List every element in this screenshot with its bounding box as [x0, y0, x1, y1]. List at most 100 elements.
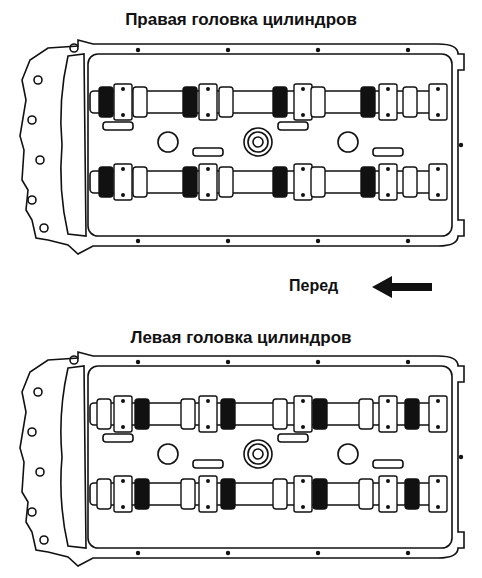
inner-rim — [88, 366, 452, 548]
rib — [193, 148, 223, 156]
bolt-hole — [28, 196, 36, 204]
cap-bolt — [386, 425, 390, 429]
cap-bolt — [121, 479, 125, 483]
bearing-cap — [294, 476, 312, 512]
cap-bolt — [386, 505, 390, 509]
cam-lobe — [359, 479, 373, 509]
cam-lobe — [359, 399, 373, 429]
rib — [193, 460, 223, 468]
rim-bolt — [459, 455, 463, 459]
bearing-cap — [379, 84, 397, 120]
rim-bolt — [316, 360, 320, 364]
cap-bolt — [386, 479, 390, 483]
bolt-hole — [70, 356, 78, 364]
plug-tube — [158, 132, 178, 152]
cam-lobe — [135, 479, 149, 509]
cam-lobe — [221, 479, 235, 509]
bolt-hole — [36, 156, 44, 164]
inner-rim — [88, 54, 452, 236]
cap-bolt — [301, 113, 305, 117]
cap-bolt — [121, 425, 125, 429]
bolt-hole — [28, 508, 36, 516]
rim-bolt — [406, 239, 410, 243]
rib — [373, 460, 403, 468]
plug-tube-ring — [244, 128, 272, 156]
cam-lobe — [97, 399, 111, 429]
cap-bolt — [436, 399, 440, 403]
rib — [278, 434, 308, 442]
bearing-cap — [199, 84, 217, 120]
cap-bolt — [206, 113, 210, 117]
rim-bolt — [226, 48, 230, 52]
bearing-cap — [429, 164, 447, 200]
cap-bolt — [206, 167, 210, 171]
left-cylinder-head — [20, 352, 464, 566]
cap-bolt — [386, 193, 390, 197]
rim-bolt — [406, 360, 410, 364]
cam-lobe — [181, 479, 195, 509]
plug-tube — [338, 132, 358, 152]
bearing-cap — [199, 396, 217, 432]
bearing-cap — [429, 476, 447, 512]
bolt-hole — [36, 468, 44, 476]
cam-lobe — [99, 87, 113, 117]
rim-bolt — [316, 239, 320, 243]
cam-lobe — [221, 399, 235, 429]
plug-tube-ring — [244, 440, 272, 468]
bearing-cap — [379, 164, 397, 200]
cap-bolt — [436, 87, 440, 91]
rim-bolt — [316, 551, 320, 555]
cap-bolt — [121, 87, 125, 91]
bearing-cap — [429, 84, 447, 120]
heading-label: Левая головка цилиндров — [128, 328, 353, 348]
rim-bolt — [406, 551, 410, 555]
cam-lobe — [183, 87, 197, 117]
cam-lobe — [361, 87, 375, 117]
cap-bolt — [121, 167, 125, 171]
bearing-cap — [429, 396, 447, 432]
cap-bolt — [301, 167, 305, 171]
cap-bolt — [301, 505, 305, 509]
bearing-cap — [294, 396, 312, 432]
head-outline — [20, 40, 464, 254]
bearing-cap — [114, 476, 132, 512]
cap-bolt — [301, 399, 305, 403]
cap-bolt — [206, 425, 210, 429]
bearing-cap — [294, 84, 312, 120]
bearing-cap — [114, 84, 132, 120]
front-flange — [61, 366, 86, 548]
head-outline — [20, 352, 464, 566]
cam-lobe — [273, 479, 287, 509]
bolt-hole — [34, 76, 42, 84]
plug-center — [253, 449, 263, 459]
cap-bolt — [121, 113, 125, 117]
cam-lobe — [273, 87, 287, 117]
bolt-hole — [28, 428, 36, 436]
rib — [278, 122, 308, 130]
cap-bolt — [436, 167, 440, 171]
cam-lobe — [99, 167, 113, 197]
rim-bolt — [406, 48, 410, 52]
rim-bolt — [136, 551, 140, 555]
bearing-cap — [114, 164, 132, 200]
bolt-hole — [28, 116, 36, 124]
bolt-hole — [40, 536, 48, 544]
bearing-cap — [199, 164, 217, 200]
cam-lobe — [403, 87, 417, 117]
front-arrow — [372, 276, 432, 298]
cap-bolt — [301, 193, 305, 197]
cam-lobe — [135, 399, 149, 429]
rim-bolt — [136, 360, 140, 364]
bolt-hole — [70, 44, 78, 52]
cap-bolt — [301, 425, 305, 429]
rib — [103, 122, 133, 130]
cap-bolt — [301, 479, 305, 483]
plug-tube — [248, 132, 268, 152]
bearing-cap — [294, 164, 312, 200]
bolt-hole — [34, 388, 42, 396]
cap-bolt — [121, 399, 125, 403]
cap-bolt — [206, 87, 210, 91]
cap-bolt — [206, 505, 210, 509]
cam-lobe — [183, 167, 197, 197]
cap-bolt — [301, 87, 305, 91]
